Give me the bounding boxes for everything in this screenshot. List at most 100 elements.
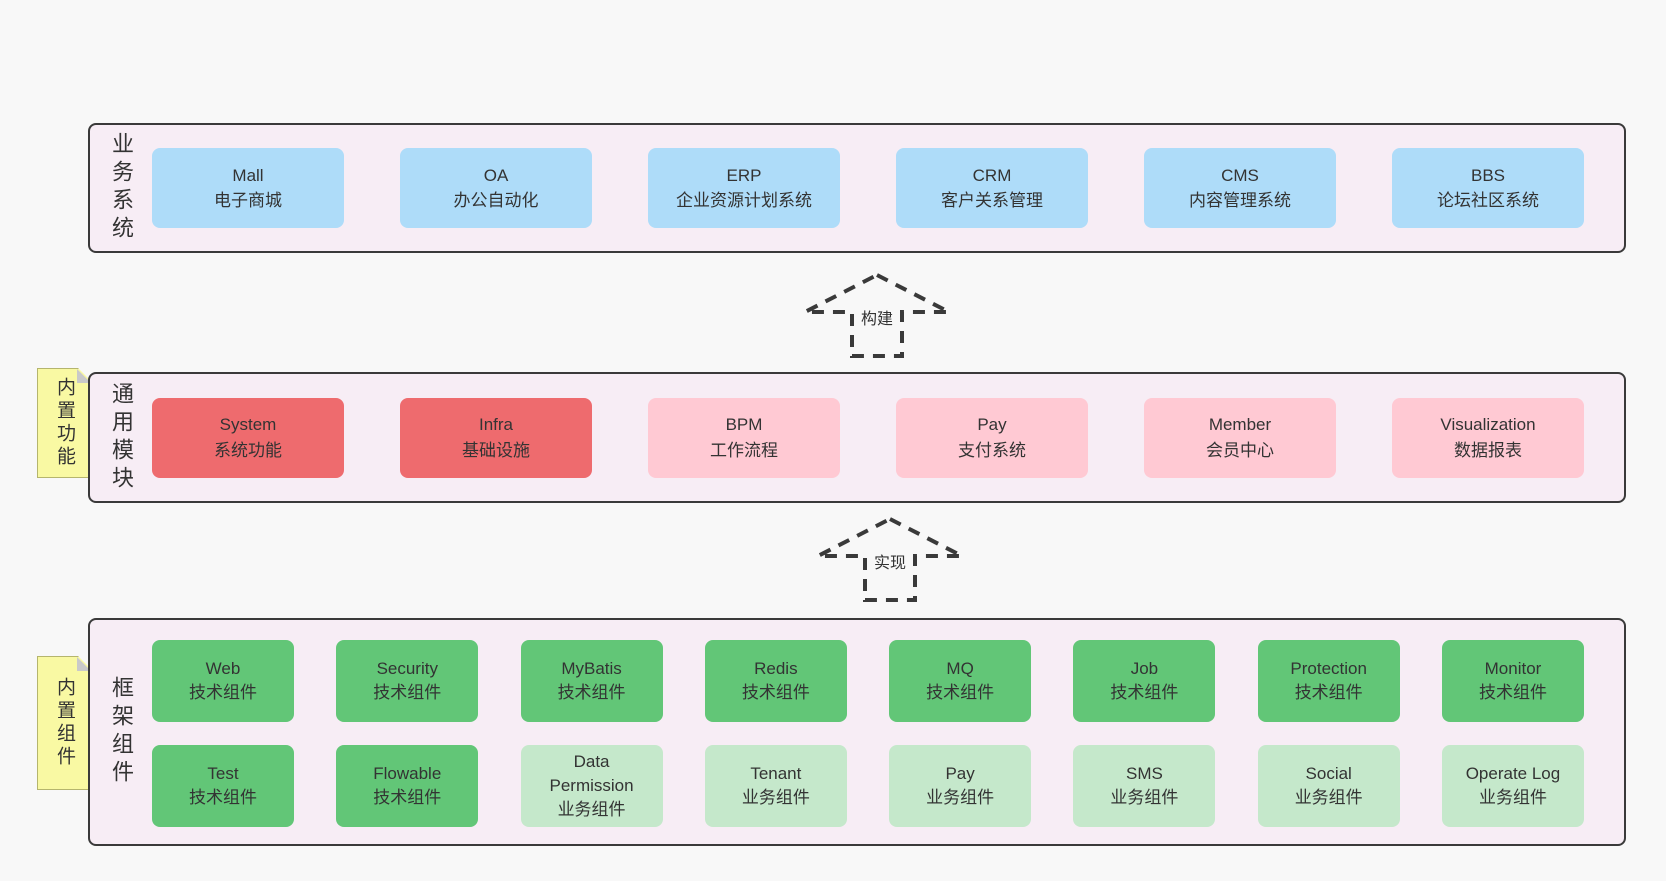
box-protection: Protection 技术组件 [1257, 640, 1400, 722]
box-subtitle: 技术组件 [373, 683, 442, 702]
panel-label-common-modules: 通用模块 [109, 381, 134, 494]
box-title: Infra [478, 415, 514, 434]
box-subtitle: 业务组件 [557, 800, 626, 820]
box-title: Tenant [750, 763, 802, 783]
arrow-implement-label: 实现 [869, 548, 911, 574]
box-web: Web 技术组件 [152, 640, 294, 722]
box-mybatis: MyBatis 技术组件 [520, 640, 663, 722]
sticky-builtin-components-label: 内置组件 [54, 677, 75, 769]
box-title: MQ [946, 658, 974, 678]
box-test: Test 技术组件 [152, 745, 294, 827]
box-operate-log: Operate Log 业务组件 [1441, 745, 1584, 827]
components-row-1: Web 技术组件 Security 技术组件 MyBatis 技术组件 Redi… [152, 640, 1584, 722]
box-flowable: Flowable 技术组件 [336, 745, 479, 827]
box-title: Mall [232, 165, 264, 185]
box-subtitle: 技术组件 [189, 788, 257, 807]
box-subtitle: 业务组件 [1294, 788, 1363, 807]
box-crm: CRM 客户关系管理 [896, 148, 1088, 228]
box-subtitle: 系统功能 [214, 440, 282, 460]
box-title: Job [1130, 658, 1159, 678]
box-subtitle: 技术组件 [741, 683, 810, 702]
box-erp: ERP 企业资源计划系统 [648, 148, 840, 228]
box-title: Visualization [1440, 415, 1536, 434]
box-subtitle: 业务组件 [1478, 788, 1547, 807]
box-pay-system: Pay 支付系统 [896, 397, 1088, 478]
box-subtitle: 技术组件 [557, 683, 626, 702]
box-title: Member [1208, 415, 1272, 434]
arrow-implement: 实现 [815, 514, 965, 604]
box-title: Operate Log [1465, 763, 1561, 783]
panel-business-systems: 业务系统 Mall 电子商城 OA 办公自动化 ERP 企业资源计划系统 CRM… [88, 123, 1626, 253]
box-subtitle: 基础设施 [462, 440, 530, 460]
box-subtitle: 论坛社区系统 [1437, 191, 1539, 210]
dashed-up-arrow-icon [817, 516, 963, 602]
box-title: Web [205, 658, 241, 678]
box-title: SMS [1125, 763, 1163, 783]
box-subtitle: 技术组件 [1110, 683, 1179, 702]
box-subtitle: 办公自动化 [453, 191, 539, 210]
panel-framework-components: 框架组件 Web 技术组件 Security 技术组件 MyBatis 技术组件… [88, 618, 1626, 846]
panel-common-modules: 通用模块 System 系统功能 Infra 基础设施 BPM 工作流程 Pay… [88, 372, 1626, 503]
box-title: Pay [945, 763, 975, 783]
modules-box-row: System 系统功能 Infra 基础设施 BPM 工作流程 Pay 支付系统… [152, 397, 1584, 478]
panel-label-business-systems: 业务系统 [109, 132, 134, 244]
box-infra: Infra 基础设施 [400, 397, 592, 478]
box-title: CMS [1221, 165, 1259, 185]
box-mq: MQ 技术组件 [889, 640, 1032, 722]
box-title: MyBatis [561, 658, 622, 678]
dashed-up-arrow-icon [804, 272, 950, 358]
box-subtitle: 支付系统 [958, 440, 1026, 460]
box-subtitle: 会员中心 [1206, 440, 1274, 460]
box-title: Monitor [1484, 658, 1542, 678]
box-subtitle: 业务组件 [926, 788, 995, 807]
box-title: Protection [1290, 658, 1367, 678]
box-subtitle: 电子商城 [214, 191, 282, 210]
box-sms: SMS 业务组件 [1073, 745, 1216, 827]
sticky-builtin-components: 内置组件 [37, 656, 92, 790]
box-subtitle: 企业资源计划系统 [676, 191, 812, 210]
box-monitor: Monitor 技术组件 [1441, 640, 1584, 722]
box-data-permission: Data Permission 业务组件 [520, 745, 663, 827]
box-subtitle: 技术组件 [1478, 683, 1547, 702]
box-title: OA [483, 165, 509, 185]
box-subtitle: 技术组件 [189, 683, 257, 702]
arrow-build: 构建 [802, 270, 952, 360]
box-social: Social 业务组件 [1257, 745, 1400, 827]
box-system: System 系统功能 [152, 397, 344, 478]
box-title: Social [1305, 763, 1352, 783]
sticky-builtin-features: 内置功能 [37, 368, 92, 478]
box-title: ERP [726, 165, 762, 185]
box-subtitle: 内容管理系统 [1189, 191, 1291, 210]
box-title: BBS [1470, 165, 1506, 185]
arrow-build-label: 构建 [856, 304, 898, 330]
box-visualization: Visualization 数据报表 [1392, 397, 1584, 478]
box-title: Security [376, 658, 438, 678]
box-subtitle: 业务组件 [1110, 788, 1179, 807]
box-cms: CMS 内容管理系统 [1144, 148, 1336, 228]
box-subtitle: 技术组件 [373, 788, 442, 807]
sticky-builtin-features-label: 内置功能 [54, 377, 75, 469]
box-bpm: BPM 工作流程 [648, 397, 840, 478]
box-mall: Mall 电子商城 [152, 148, 344, 228]
box-redis: Redis 技术组件 [704, 640, 847, 722]
box-subtitle: 业务组件 [741, 788, 810, 807]
box-subtitle: 客户关系管理 [941, 191, 1043, 210]
box-member: Member 会员中心 [1144, 397, 1336, 478]
box-title: Test [207, 763, 239, 783]
box-security: Security 技术组件 [336, 640, 479, 722]
box-subtitle: 技术组件 [1294, 683, 1363, 702]
box-subtitle: 技术组件 [926, 683, 995, 702]
box-oa: OA 办公自动化 [400, 148, 592, 228]
box-title: System [219, 415, 277, 434]
box-subtitle: 数据报表 [1454, 440, 1522, 460]
box-job: Job 技术组件 [1073, 640, 1216, 722]
box-title: Redis [754, 658, 798, 678]
components-row-2: Test 技术组件 Flowable 技术组件 Data Permission … [152, 745, 1584, 827]
box-subtitle: 工作流程 [710, 440, 778, 460]
box-pay-component: Pay 业务组件 [889, 745, 1032, 827]
box-title: BPM [725, 415, 763, 434]
box-tenant: Tenant 业务组件 [704, 745, 847, 827]
business-box-row: Mall 电子商城 OA 办公自动化 ERP 企业资源计划系统 CRM 客户关系… [152, 148, 1584, 228]
panel-label-framework-components: 框架组件 [109, 676, 134, 788]
